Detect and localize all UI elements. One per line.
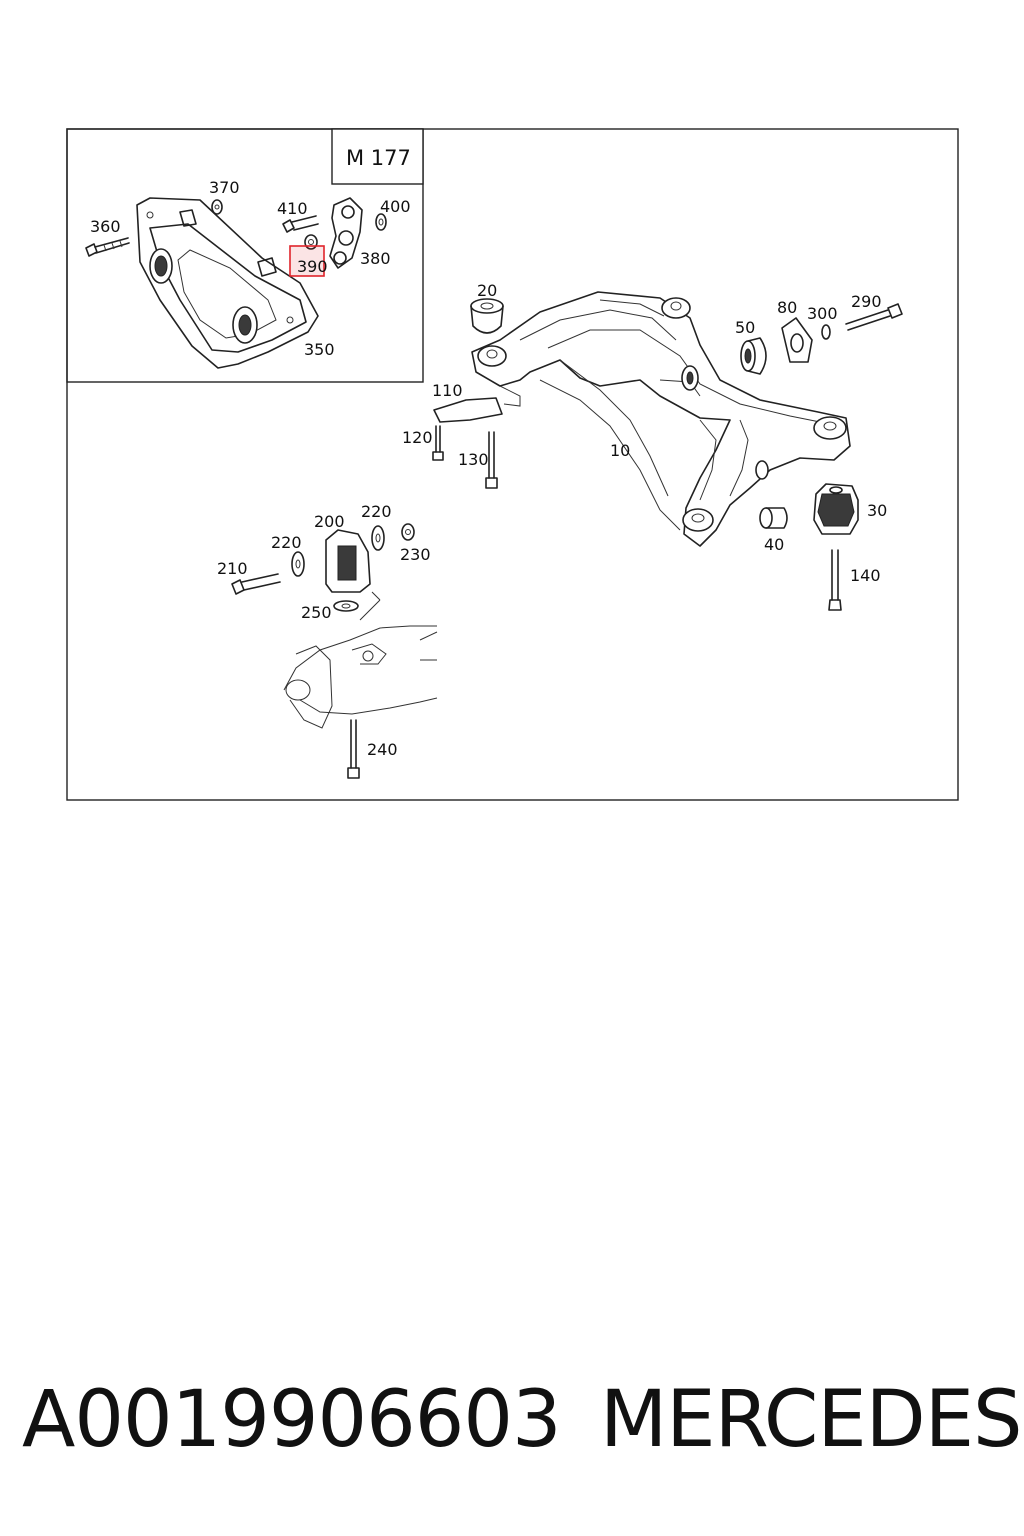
callout-30: 30: [867, 501, 887, 520]
bolt-410: [282, 215, 319, 233]
brand-name: MERCEDES: [600, 1375, 1022, 1465]
callout-10: 10: [610, 441, 630, 460]
callout-290: 290: [851, 292, 882, 311]
bolt-140: [828, 549, 842, 611]
washer-220-left: [291, 551, 305, 577]
washer-250: [333, 600, 359, 612]
differential-housing: [283, 591, 438, 729]
bolt-120: [432, 425, 444, 461]
callout-210: 210: [217, 559, 248, 578]
inset-label-box: [331, 128, 424, 185]
caption: A0019906603 MERCEDES: [22, 1360, 1022, 1480]
callout-140: 140: [850, 566, 881, 585]
callout-20: 20: [477, 281, 497, 300]
callout-300: 300: [807, 304, 838, 323]
inset-label: M 177: [346, 146, 411, 170]
callout-250: 250: [301, 603, 332, 622]
part-number: A0019906603: [22, 1375, 562, 1465]
callout-130: 130: [458, 450, 489, 469]
bolt-210: [231, 573, 281, 595]
callout-380: 380: [360, 249, 391, 268]
callout-50: 50: [735, 318, 755, 337]
callout-240: 240: [367, 740, 398, 759]
callout-200: 200: [314, 512, 345, 531]
callout-80: 80: [777, 298, 797, 317]
bushing-20: [470, 298, 504, 334]
rear-subframe-10: [471, 291, 851, 547]
washer-220-right: [371, 525, 385, 551]
bushing-50: [740, 337, 767, 375]
washer-300: [821, 324, 831, 340]
inset-frame: [66, 128, 424, 383]
callout-40: 40: [764, 535, 784, 554]
nut-230: [401, 523, 415, 541]
bolt-240: [347, 719, 360, 779]
callout-230: 230: [400, 545, 431, 564]
callout-220-right: 220: [361, 502, 392, 521]
rubber-mount-200: [325, 529, 371, 593]
transmission-cover-350: [136, 197, 319, 369]
bolt-130: [485, 431, 498, 489]
nut-370: [211, 199, 223, 215]
bracket-110: [433, 397, 503, 423]
callout-400: 400: [380, 197, 411, 216]
callout-370: 370: [209, 178, 240, 197]
bolt-290: [845, 303, 903, 331]
callout-110: 110: [432, 381, 463, 400]
bushing-40: [759, 507, 788, 529]
highlight-box-390: [289, 245, 325, 277]
bushing-30: [813, 483, 859, 535]
bracket-380: [329, 197, 363, 269]
callout-360: 360: [90, 217, 121, 236]
diagram-frame: [66, 128, 959, 801]
callout-labels: 370 360 410 400 390 380 350 20 80 290 30…: [90, 178, 887, 759]
washer-400: [375, 213, 387, 231]
bolt-360: [85, 237, 130, 257]
callout-410: 410: [277, 199, 308, 218]
callout-350: 350: [304, 340, 335, 359]
callout-390: 390: [297, 257, 328, 276]
callout-120: 120: [402, 428, 433, 447]
callout-220-left: 220: [271, 533, 302, 552]
mount-80: [781, 317, 813, 363]
